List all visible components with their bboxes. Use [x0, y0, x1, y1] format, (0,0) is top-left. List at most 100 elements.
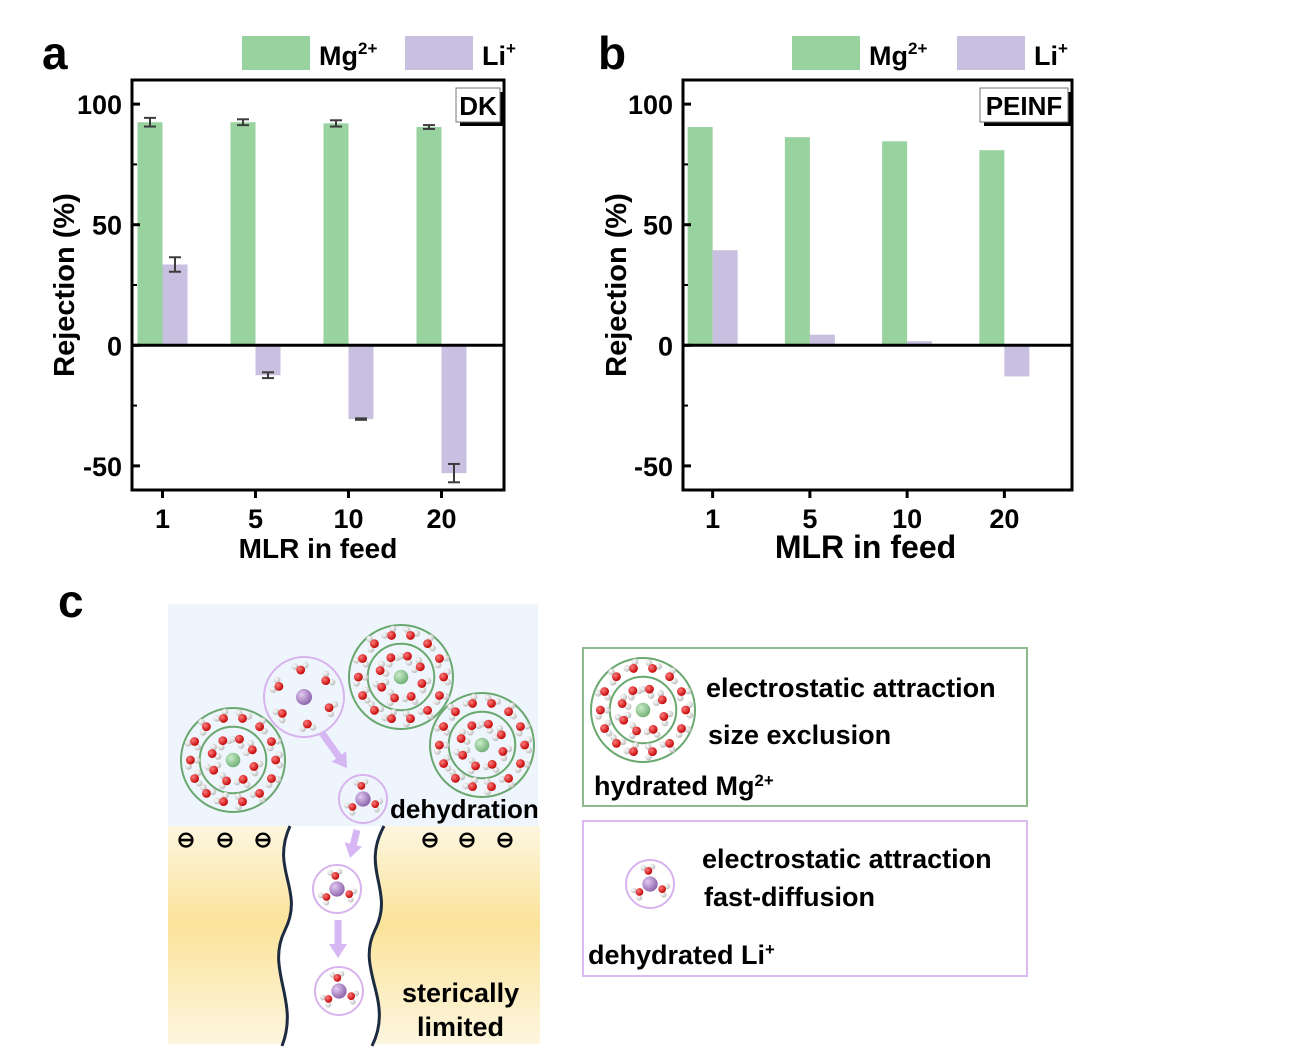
hydrogen-atom [323, 899, 330, 906]
hydrated-mg-ion [429, 692, 535, 798]
hydrogen-atom [373, 806, 380, 813]
outer-hydration-shell [590, 657, 696, 763]
water-molecule [594, 687, 612, 701]
oxygen-atom [665, 738, 675, 748]
oxygen-atom [369, 639, 379, 649]
bar-mg-10 [882, 141, 908, 346]
hydrogen-atom [274, 776, 282, 783]
hydrogen-atom [463, 738, 471, 745]
oxygen-atom [681, 705, 691, 715]
hydrogen-atom [631, 658, 639, 666]
x-tick-label: 5 [802, 504, 817, 534]
hydrogen-atom [278, 716, 286, 724]
water-molecule [608, 668, 621, 686]
hydrogen-atom [507, 781, 515, 788]
water-molecule [320, 994, 333, 1008]
oxygen-atom [271, 755, 281, 765]
oxygen-atom [358, 691, 368, 700]
y-tick-label: -50 [83, 452, 122, 482]
hydrogen-atom [636, 894, 643, 901]
hydrogen-atom [442, 693, 450, 700]
hydrogen-atom [664, 883, 671, 890]
oxygen-atom [375, 666, 385, 675]
li-mechanism-2: fast-diffusion [704, 882, 875, 912]
arrow-icon [319, 730, 347, 768]
panel-label-c: c [58, 575, 84, 627]
hydrogen-atom [486, 727, 494, 734]
hydrogen-atom [385, 660, 393, 668]
hydrogen-atom [459, 728, 467, 736]
sterically-label: sterically [402, 978, 519, 1008]
oxygen-atom [504, 707, 514, 717]
oxygen-atom [358, 654, 368, 663]
hydrogen-atom [675, 731, 683, 739]
oxygen-atom [219, 797, 228, 806]
inset-label: DK [459, 91, 497, 121]
hydrogen-atom [347, 896, 354, 903]
arrow-head [331, 751, 347, 768]
hydrogen-atom [684, 687, 692, 695]
hydrogen-atom [213, 797, 221, 805]
hydrogen-atom [245, 713, 253, 720]
oxygen-atom [635, 888, 644, 896]
mg-caption: hydrated Mg2+ [594, 772, 774, 800]
oxygen-atom [406, 631, 415, 640]
water-molecule [595, 705, 611, 720]
x-tick-label: 1 [155, 504, 170, 534]
oxygen-atom [645, 684, 654, 694]
oxygen-atom [266, 737, 276, 746]
oxygen-atom [676, 724, 686, 733]
bar-li-1 [712, 250, 738, 346]
hydrogen-atom [624, 703, 632, 710]
x-tick-label: 1 [705, 504, 720, 534]
water-molecule [233, 774, 251, 789]
water-molecule [271, 751, 284, 769]
water-molecule [235, 709, 253, 723]
negative-charge-icon: ⊖ [421, 827, 439, 852]
oxygen-atom [357, 782, 366, 790]
errorbar-li-20 [448, 462, 460, 484]
hydrogen-atom [352, 656, 360, 664]
oxygen-atom [658, 885, 666, 893]
bar-li-20 [441, 345, 467, 474]
li-ion [296, 689, 312, 705]
hydrogen-atom [243, 749, 250, 757]
water-molecule [385, 653, 401, 668]
hydrogen-atom [424, 677, 432, 685]
legend-label-mg-charge: 2+ [908, 39, 927, 58]
hydrogen-atom [209, 788, 217, 796]
water-molecule [645, 659, 663, 673]
x-tick-label: 10 [892, 504, 922, 534]
hydrogen-atom [331, 701, 339, 708]
oxygen-atom [377, 682, 387, 692]
oxygen-atom [665, 672, 675, 682]
errorbar-li-5 [262, 371, 274, 380]
hydrogen-atom [647, 692, 655, 699]
arrow-head [344, 842, 363, 858]
water-molecule [617, 693, 632, 710]
errorbar-mg-5 [237, 118, 249, 127]
hydrogen-atom [233, 778, 241, 786]
oxygen-atom [255, 722, 265, 732]
water-molecule [498, 745, 513, 762]
oxygen-atom [219, 714, 228, 723]
oxygen-atom [406, 691, 416, 701]
hydrogen-atom [433, 724, 441, 732]
oxygen-atom [632, 726, 641, 736]
bar-mg-20 [979, 150, 1005, 346]
oxygen-atom [515, 759, 525, 768]
hydrogen-atom [442, 654, 450, 662]
water-molecule [327, 868, 343, 880]
hydrogen-atom [496, 725, 504, 732]
mg-mechanism-2: size exclusion [708, 720, 892, 750]
legend-label-mg: Mg2+ [319, 39, 377, 71]
hydrogen-atom [443, 729, 451, 736]
water-molecule [423, 634, 436, 652]
hydrogen-atom [397, 652, 405, 660]
oxygen-atom [321, 676, 331, 685]
water-molecule [639, 684, 655, 699]
hydrogen-atom [470, 693, 478, 701]
hydrogen-atom [514, 766, 522, 774]
hydrogen-atom [344, 802, 350, 809]
